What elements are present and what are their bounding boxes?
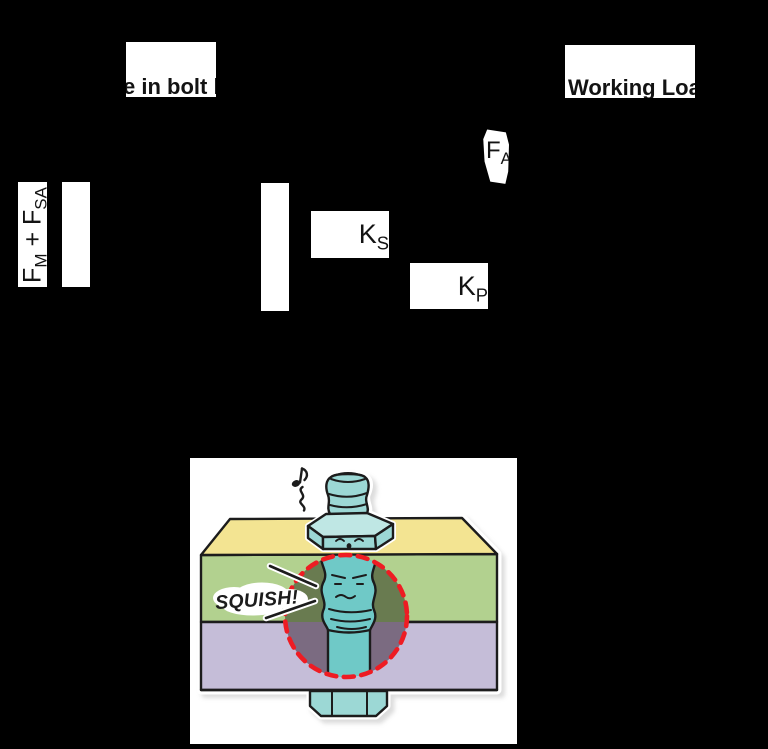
preload-operator: + <box>18 224 46 254</box>
caption-working-load: Working Loa <box>565 45 695 98</box>
bolt-shank-collar <box>326 628 372 634</box>
nut <box>308 689 389 718</box>
applied-force-label: FA <box>486 137 512 168</box>
screw-stiffness-label: KS <box>358 219 389 254</box>
caption-change-in-bolt-length: e in bolt l <box>126 42 216 97</box>
preload-sub-m: M <box>31 253 50 268</box>
kp-base: K <box>457 270 476 301</box>
preload-axis-label: FM + FSA <box>18 186 50 283</box>
plate-stiffness-label: KP <box>457 270 488 305</box>
applied-force-flag: FA <box>483 129 512 184</box>
caption-change-in-bolt-length-text: e in bolt l <box>126 74 216 97</box>
squish-burst-cloud <box>213 582 308 616</box>
nut-facet-lines <box>331 691 368 716</box>
preload-axis-bar: FM + FSA <box>18 182 50 287</box>
screw-stiffness-box: KS <box>311 211 389 258</box>
fa-sub: A <box>500 149 512 168</box>
preload-f1: F <box>18 267 46 283</box>
deflection-bar <box>62 182 90 287</box>
center-bar <box>261 183 289 311</box>
bolt-shank-group <box>319 555 378 677</box>
preload-f2: F <box>18 209 46 225</box>
ks-sub: S <box>376 232 389 254</box>
bolt-thread-lines <box>328 472 368 509</box>
ks-base: K <box>358 219 377 249</box>
bolt-joint-cartoon: SQUISH! <box>190 458 517 744</box>
squish-burst: SQUISH! <box>213 562 320 622</box>
bolt-shank-face-lines <box>328 574 372 630</box>
cartoon-art: SQUISH! <box>199 467 499 719</box>
caption-working-load-text: Working Loa <box>568 75 695 98</box>
bolt-head-hex-front-right <box>373 522 395 551</box>
bolt-cartoon-figure: SQUISH! <box>190 458 517 744</box>
bolt-head-face <box>335 538 364 549</box>
kp-sub: P <box>475 283 488 305</box>
squish-speed-lines <box>264 564 318 620</box>
cutaway-dashed-circle <box>282 552 410 680</box>
music-note-icon <box>291 467 309 512</box>
plate-stiffness-box: KP <box>410 263 488 309</box>
fa-base: F <box>486 137 501 164</box>
preload-sub-sa: SA <box>31 186 50 210</box>
